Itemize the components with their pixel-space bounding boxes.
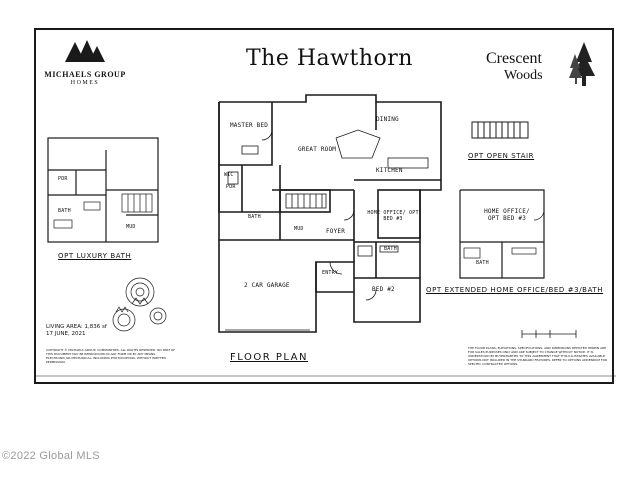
- room-pdr: PDR: [226, 184, 236, 190]
- mountain-logo-icon: [65, 40, 105, 62]
- room-great-room: GREAT ROOM: [298, 146, 337, 153]
- caption-open-stair: OPT OPEN STAIR: [468, 152, 535, 160]
- room-dining: DINING: [376, 116, 399, 123]
- ext-home-office-label: HOME OFFICE/ OPT BED #3: [484, 208, 530, 222]
- floor-plan-drawing: [36, 94, 616, 377]
- community-line1: Crescent: [486, 50, 542, 67]
- pine-trees-icon: [569, 42, 595, 86]
- floor-plan-sheet: MICHAELS GROUP HOMES The Hawthorn Cresce…: [34, 28, 616, 384]
- copyright-note: COPYRIGHT © MICHAELS GROUP, COMMUNITIES.…: [46, 348, 176, 364]
- room-master-bed: MASTER BED: [230, 122, 269, 129]
- crescent-woods-logo: Crescent Woods: [486, 40, 596, 100]
- room-bed-2: BED #2: [372, 286, 395, 293]
- plan-title: The Hawthorn: [246, 46, 413, 71]
- living-area: LIVING AREA: 1,836 sf: [46, 324, 107, 330]
- room-kitchen: KITCHEN: [376, 167, 403, 174]
- living-area-block: LIVING AREA: 1,836 sf 17 JUNE, 2021: [46, 324, 107, 338]
- room-mud: MUD: [294, 226, 304, 232]
- floor-plan-label: FLOOR PLAN: [230, 352, 308, 363]
- lux-mud-label: MUD: [126, 224, 136, 230]
- room-entry: ENTRY: [322, 270, 339, 276]
- logo-company-name: MICHAELS GROUP: [44, 70, 126, 79]
- caption-luxury-bath: OPT LUXURY BATH: [58, 252, 132, 260]
- community-line2: Woods: [504, 68, 543, 83]
- logo-sub: HOMES: [70, 80, 100, 86]
- caption-extended-office: OPT EXTENDED HOME OFFICE/BED #3/BATH: [426, 286, 604, 294]
- room-garage: 2 CAR GARAGE: [244, 282, 290, 289]
- room-home-office: HOME OFFICE/ OPT BED #3: [367, 210, 419, 222]
- mls-watermark: ©2022 Global MLS: [2, 450, 100, 462]
- lux-bath-label: BATH: [58, 208, 71, 214]
- disclaimer-note: THE FLOOR PLANS, ELEVATIONS, SPECIFICATI…: [468, 346, 608, 366]
- lux-pdr-label: PDR: [58, 176, 68, 182]
- room-bath-master: BATH: [248, 214, 261, 220]
- michaels-group-logo: MICHAELS GROUP HOMES: [44, 38, 126, 94]
- room-wic: WIC: [224, 172, 234, 178]
- room-bath-main: BATH: [384, 246, 397, 252]
- ext-bath-label: BATH: [476, 260, 489, 266]
- plan-date: 17 JUNE, 2021: [46, 331, 86, 337]
- room-foyer: FOYER: [326, 228, 346, 235]
